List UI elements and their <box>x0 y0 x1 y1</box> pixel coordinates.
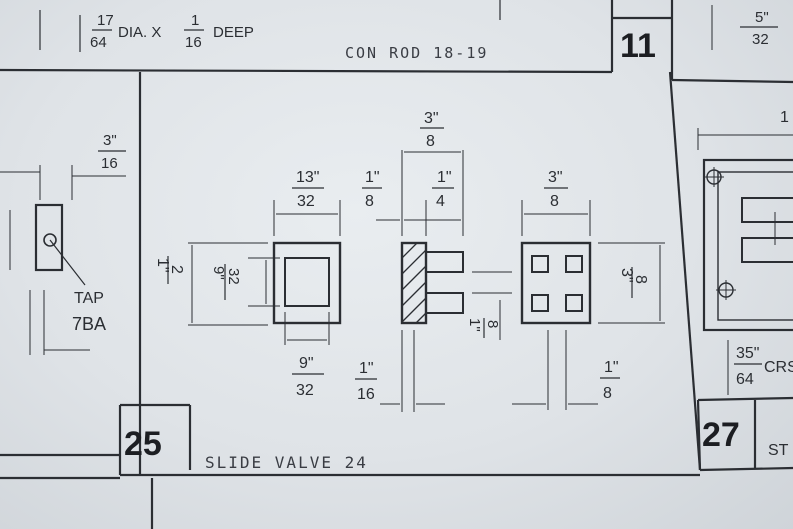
left-dim-num: 3" <box>103 132 117 149</box>
tap-label: TAP <box>74 290 104 307</box>
top-note-den: 64 <box>90 34 107 51</box>
dim-1-8b-num: 1" <box>466 318 483 332</box>
right-panel-num: 35" <box>736 345 759 362</box>
dim-1-4-num: 1" <box>437 169 452 186</box>
dim-13-32-num: 13" <box>296 169 319 186</box>
dim-1-4-den: 4 <box>436 193 445 210</box>
dim-1-8b-den: 8 <box>484 320 501 328</box>
part-four-hole-block <box>520 241 592 325</box>
part-side-view <box>400 241 464 325</box>
dim-1-16-den: 16 <box>357 386 375 403</box>
dim-3-8top-den: 8 <box>426 133 435 150</box>
dim-13-32-den: 32 <box>297 193 315 210</box>
right-panel-den: 64 <box>736 371 754 388</box>
right-panel-st: ST <box>768 442 789 459</box>
dim-9-32b-den: 32 <box>296 382 314 399</box>
dim-1-8a-den: 8 <box>365 193 374 210</box>
handwritten-slide-valve: SLIDE VALVE 24 <box>205 453 368 472</box>
top-note-den2: 16 <box>185 34 202 51</box>
panel-number-11: 11 <box>620 27 656 65</box>
left-part-block <box>34 203 64 272</box>
right-top-num: 5" <box>755 9 769 26</box>
dim-1-16-num: 1" <box>359 360 374 377</box>
dim-3-8v-num: 3" <box>618 268 635 283</box>
top-note-text1: DIA. X <box>118 24 161 41</box>
right-panel-part <box>702 158 793 332</box>
part-frame <box>272 241 342 325</box>
dim-1-8a-num: 1" <box>365 169 380 186</box>
handwritten-con-rod: CON ROD 18-19 <box>345 44 488 62</box>
dim-1-8c-den: 8 <box>603 385 612 402</box>
right-panel-one: 1 <box>780 109 789 126</box>
right-panel-suffix: CRS <box>764 359 793 376</box>
dim-9-32v-num: 9" <box>210 266 227 280</box>
panel-number-27: 27 <box>702 416 740 454</box>
panel-number-25: 25 <box>124 425 162 463</box>
dim-9-32v-den: 32 <box>225 268 242 285</box>
dim-1-2-num: 1" <box>154 258 171 273</box>
dim-3-8v-den: 8 <box>632 275 649 284</box>
dim-3-8r-den: 8 <box>550 193 559 210</box>
dim-1-8c-num: 1" <box>604 359 619 376</box>
top-note-num: 17 <box>97 12 114 29</box>
ba-label: 7BA <box>72 314 106 334</box>
dim-3-8top-num: 3" <box>424 110 439 127</box>
dim-3-8r-num: 3" <box>548 169 563 186</box>
top-note-num2: 1 <box>191 12 199 29</box>
dim-1-2-den: 2 <box>168 265 185 274</box>
right-top-den: 32 <box>752 31 769 48</box>
dim-9-32b-num: 9" <box>299 355 314 372</box>
top-note-text2: DEEP <box>213 24 254 41</box>
left-dim-den: 16 <box>101 155 118 172</box>
